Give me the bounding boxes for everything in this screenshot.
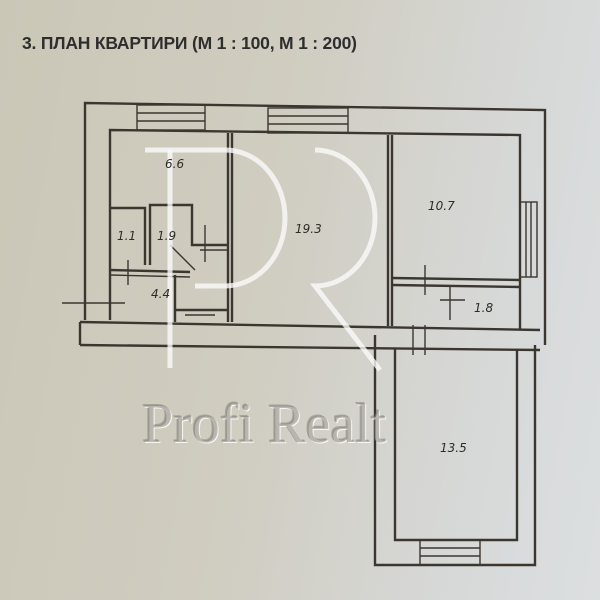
room-area-6-6: 6.6 xyxy=(165,157,184,171)
plan-title: 3. ПЛАН КВАРТИРИ (М 1 : 100, М 1 : 200) xyxy=(22,33,357,53)
room-area-1-9: 1.9 xyxy=(157,229,176,243)
room-area-4-4: 4.4 xyxy=(151,287,170,301)
room-area-1-1: 1.1 xyxy=(117,229,136,243)
room-area-13-5: 13.5 xyxy=(440,441,467,455)
room-area-1-8: 1.8 xyxy=(474,301,493,315)
watermark-logo xyxy=(145,147,382,372)
walls xyxy=(62,101,547,567)
room-area-10-7: 10.7 xyxy=(428,199,455,213)
room-area-19-3: 19.3 xyxy=(295,222,322,236)
watermark-text: Profi Realt xyxy=(142,393,387,455)
